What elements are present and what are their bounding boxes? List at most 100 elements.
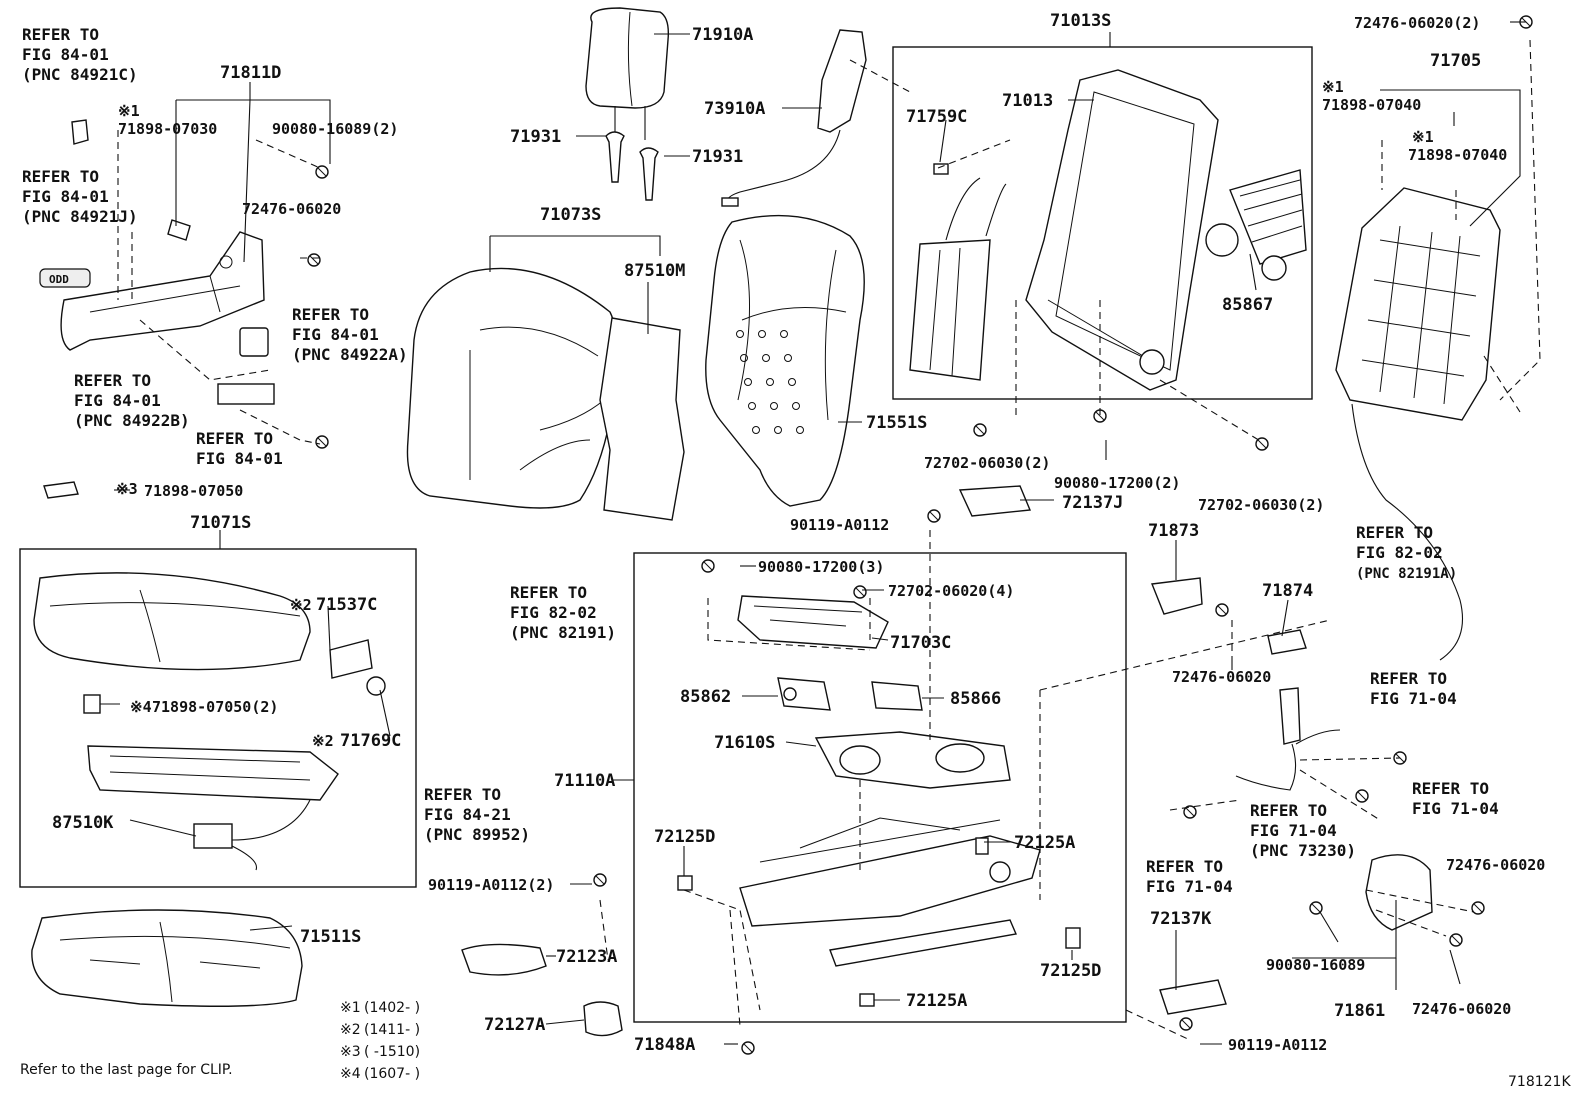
clip-72125D-a [677,875,693,891]
legend-1-text: (1402- ) [364,1000,420,1016]
refer-71-04-c-line1: REFER TO [1146,857,1223,876]
perforation-hole [752,426,760,434]
figure-code: 718121K [1508,1074,1571,1090]
cover-71861 [1365,854,1433,931]
label-72137K: 72137K [1150,909,1212,929]
refer-84921C-line3: (PNC 84921C) [22,65,138,84]
label-72137J: 72137J [1062,493,1123,513]
legend-1-mark: ※1 [340,1000,361,1016]
cushion-cover-71071S [33,572,311,671]
refer-84922A: REFER TO FIG 84-01 (PNC 84922A) [292,305,408,364]
label-71511S: 71511S [300,927,361,947]
label-72702-06030-2-a: 72702-06030(2) [924,454,1050,472]
label-71931-b: 71931 [692,147,743,167]
refer-89952-line3: (PNC 89952) [424,825,530,844]
perforation-hole [762,354,770,362]
label-90080-16089-2: 90080-16089(2) [272,120,398,138]
refer-82191-line3: (PNC 82191) [510,623,616,642]
refer-84-01-line1: REFER TO [196,429,273,448]
label-90119-A0112-a: 90119-A0112 [790,516,889,534]
seat-frame-pan-71703C [737,595,889,649]
legend-2-mark: ※2 [340,1022,361,1038]
refer-71-04-c: REFER TO FIG 71-04 [1146,857,1233,896]
seatback-board-71705 [1335,187,1501,421]
refer-89952-line1: REFER TO [424,785,501,804]
label-71537C: 71537C [316,595,377,615]
label-85862: 85862 [680,687,731,707]
label-71071S: 71071S [190,513,251,533]
refer-84922B: REFER TO FIG 84-01 (PNC 84922B) [74,371,190,430]
refer-84922B-line2: FIG 84-01 [74,391,161,410]
bolt-icon [1355,789,1369,803]
label-90119-A0112-b: 90119-A0112 [1228,1036,1327,1054]
label-71898-07040-a: 71898-07040 [1322,96,1421,114]
seatback-pad-71551S [705,214,865,507]
label-71811D: 71811D [220,63,281,83]
bolt-icon [1471,901,1485,915]
mark-2-a: ※2 [290,596,312,614]
bolt-icon [1255,437,1269,451]
heater-sheet-87510M [599,317,685,521]
refer-71-04-c-line2: FIG 71-04 [1146,877,1233,896]
label-71898-07050-2: 71898-07050(2) [152,698,278,716]
label-90080-17200-2: 90080-17200(2) [1054,474,1180,492]
label-72476-06020-c: 72476-06020 [1446,856,1545,874]
label-71931-a: 71931 [510,127,561,147]
label-72476-06020-d: 72476-06020 [1412,1000,1511,1018]
mark-3: ※3 [116,480,138,498]
refer-84922A-line2: FIG 84-01 [292,325,379,344]
mark-2-b: ※2 [312,732,334,750]
refer-82191-line1: REFER TO [510,583,587,602]
seat-side-shield-71811D [60,231,265,351]
refer-84921C-line1: REFER TO [22,25,99,44]
clip-71759C [933,163,949,175]
refer-84922A-line3: (PNC 84922A) [292,345,408,364]
bolt-icon [1309,901,1323,915]
label-85866: 85866 [950,689,1001,709]
bolt-icon [315,435,329,449]
legend-3-mark: ※3 [340,1044,361,1060]
cover-72123A [461,943,547,976]
refer-71-04-b-line2: FIG 71-04 [1412,799,1499,818]
perforation-hole [780,330,788,338]
cover-71873 [1151,577,1203,615]
switch-84922A [239,327,269,357]
refer-82191A-line2: FIG 82-02 [1356,543,1443,562]
label-72125A-a: 72125A [1014,833,1075,853]
part-labels: 71910A 73910A 71931 71931 71013S 71013 7… [52,11,1545,1055]
refer-89952: REFER TO FIG 84-21 (PNC 89952) [424,785,530,844]
clip-72125A-a [975,837,989,855]
refer-73230-line1: REFER TO [1250,801,1327,820]
refer-84-01: REFER TO FIG 84-01 [196,429,283,468]
legend-3-text: ( -1510) [364,1044,420,1060]
bolt-icon [1179,1017,1193,1031]
clip-71898-07050 [43,481,79,499]
perforation-hole [740,354,748,362]
emblem-badge [39,268,91,288]
refer-84922B-line1: REFER TO [74,371,151,390]
motor-85866 [871,681,923,711]
refer-84921C-line2: FIG 84-01 [22,45,109,64]
mark-1-a: ※1 [1322,78,1344,96]
cushion-assembly-group-box [19,548,417,888]
clip-reference-note: Refer to the last page for CLIP. [20,1062,233,1078]
label-87510M: 87510M [624,261,685,281]
refer-71-04-b: REFER TO FIG 71-04 [1412,779,1499,818]
label-71910A: 71910A [692,25,753,45]
refer-73230-line2: FIG 71-04 [1250,821,1337,840]
label-71551S: 71551S [866,413,927,433]
bolt-icon [701,559,715,573]
refer-84921J-line3: (PNC 84921J) [22,207,138,226]
cushion-cap-71769C [366,676,386,696]
heater-sheet-87510K [87,745,339,871]
refer-82191A-line3: (PNC 82191A) [1356,566,1457,582]
cushion-frame-71610S [814,731,1011,789]
emblem-badge-text: ODD [49,273,69,286]
label-90080-16089: 90080-16089 [1266,956,1365,974]
refer-84921J: REFER TO FIG 84-01 (PNC 84921J) [22,167,138,226]
leader-lines [100,21,1526,1045]
seat-track-group-box [633,552,1127,1023]
bolt-icon [927,509,941,523]
clip-72125D-b [1065,927,1081,949]
